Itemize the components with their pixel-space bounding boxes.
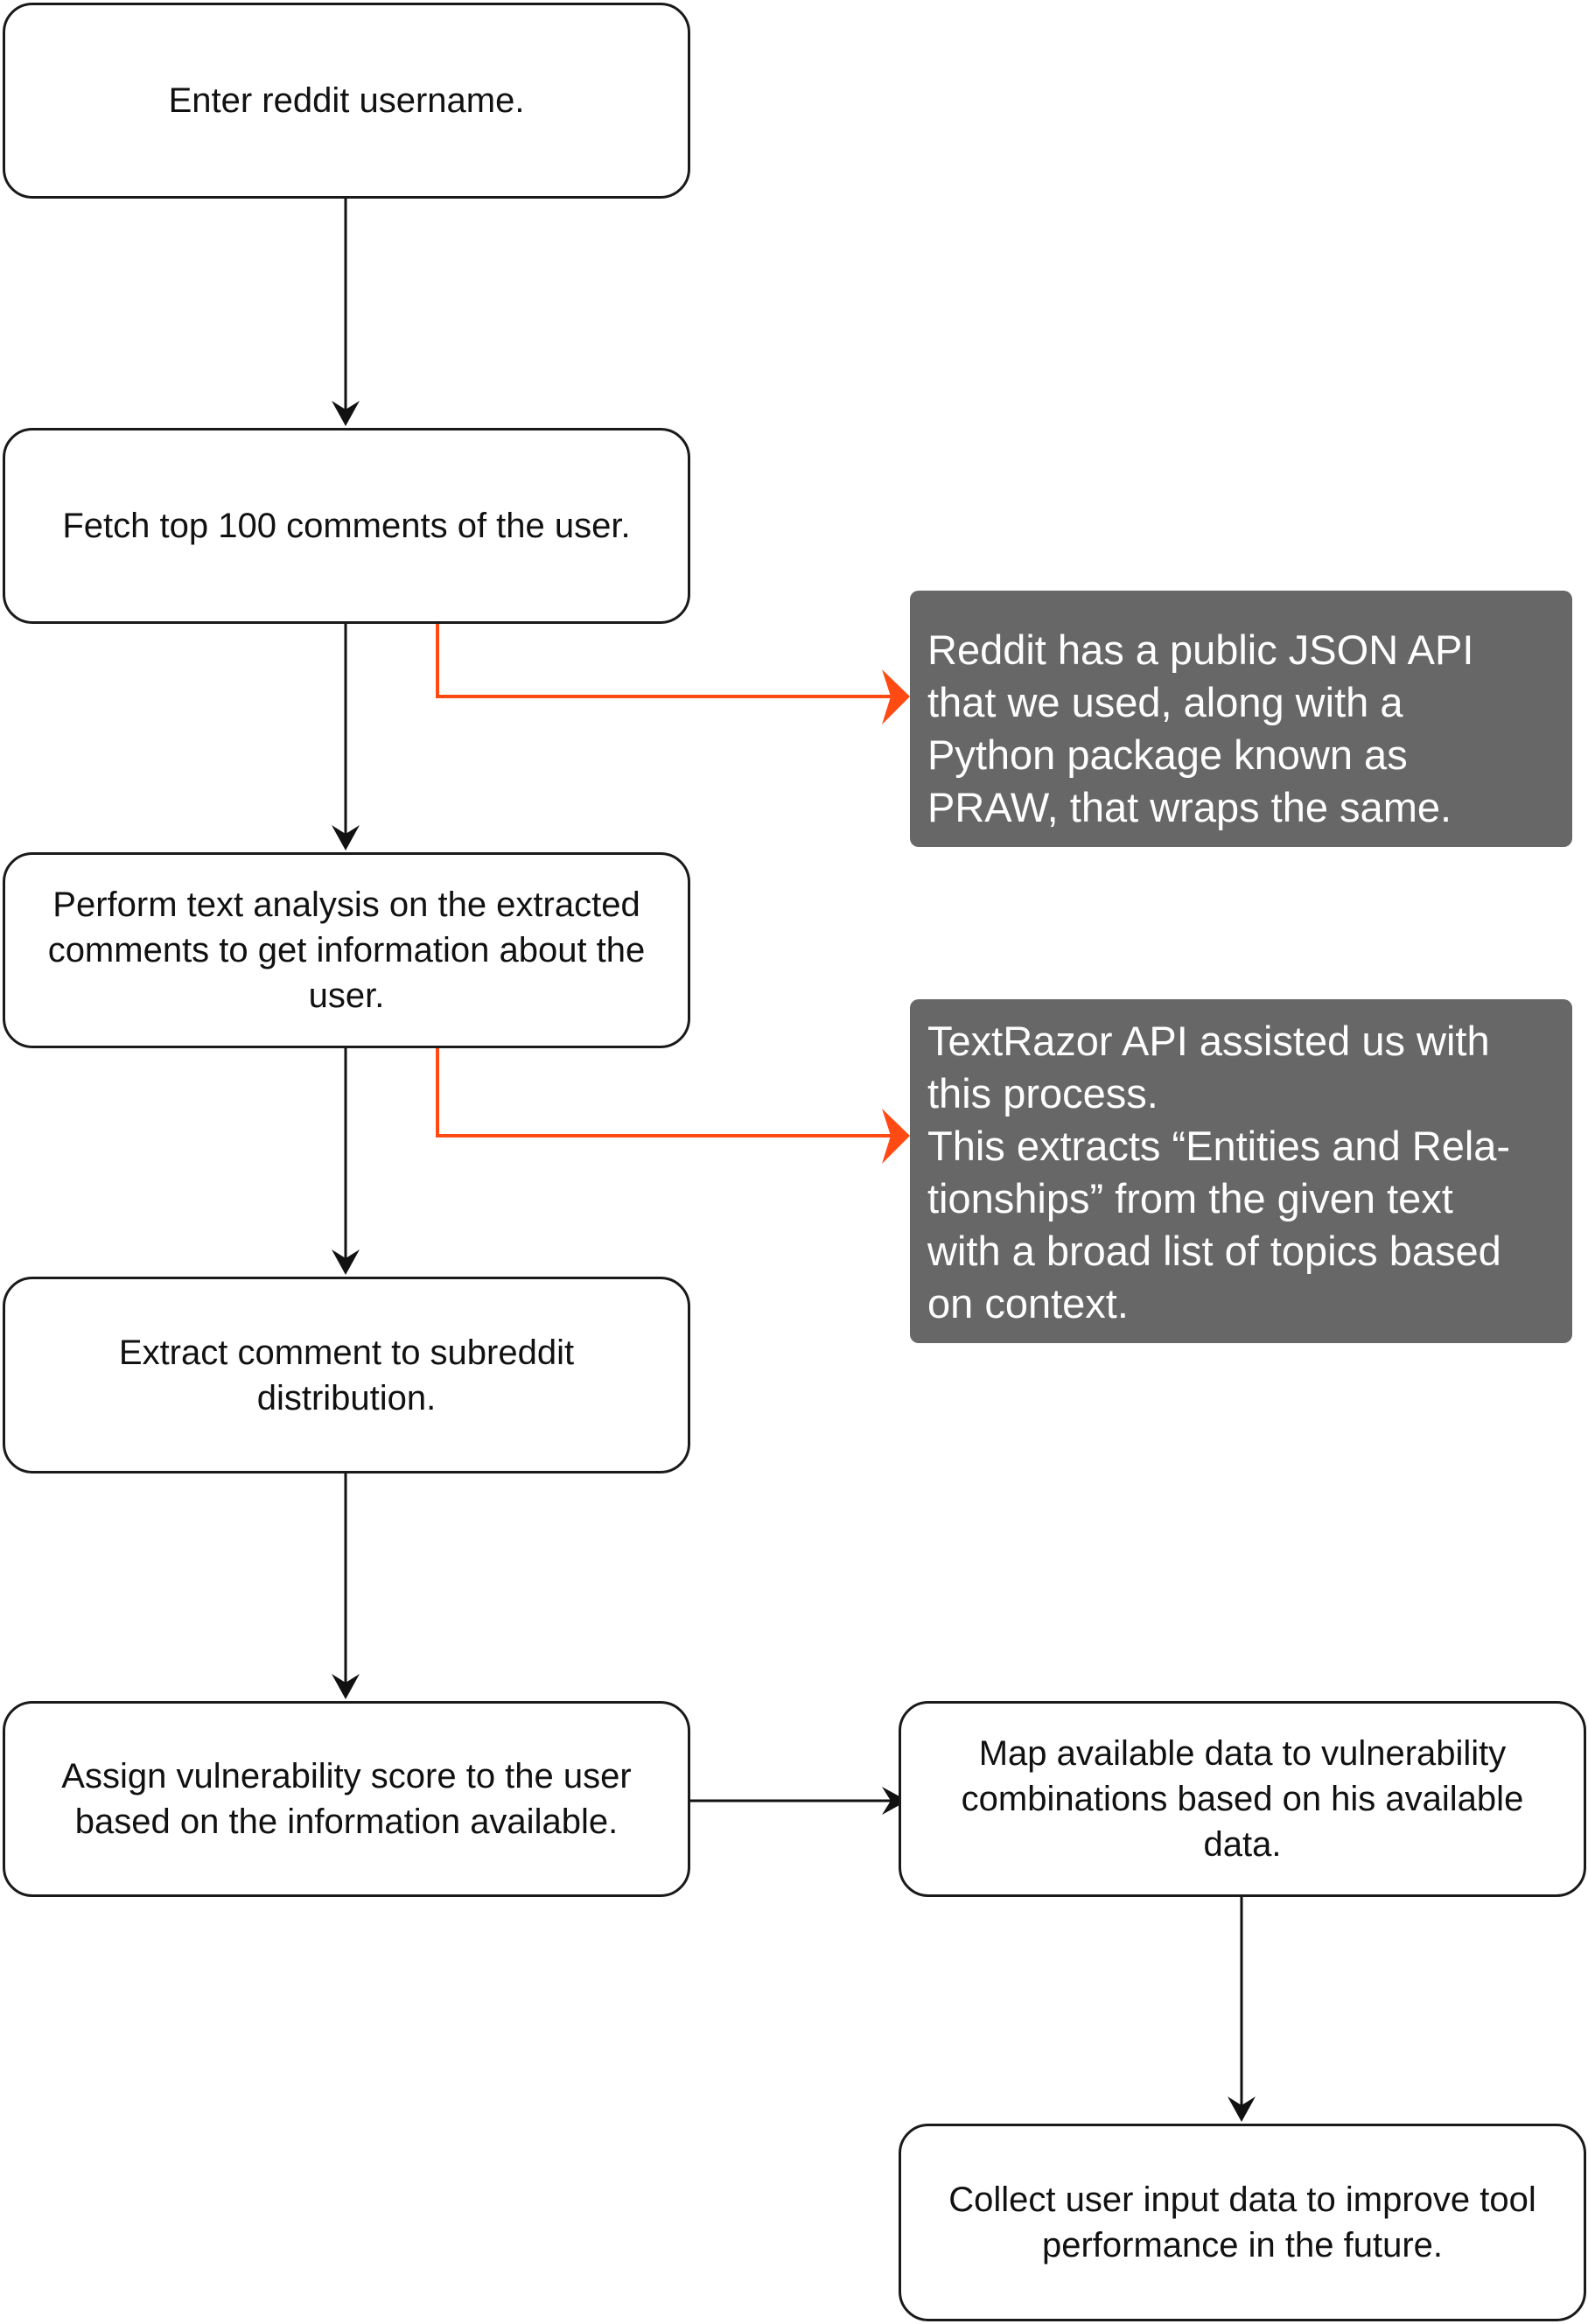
note-textrazor: TextRazor API assisted us with this proc… bbox=[910, 999, 1572, 1343]
step-text-analysis: Perform text analysis on the extracted c… bbox=[3, 852, 690, 1048]
step-map-vulnerability-label: Map available data to vulnerability comb… bbox=[961, 1734, 1524, 1864]
step-vulnerability-score-label: Assign vulnerability score to the user b… bbox=[61, 1757, 632, 1841]
step-enter-username: Enter reddit username. bbox=[3, 3, 690, 199]
arrow-step1-to-step2 bbox=[332, 199, 360, 426]
step-map-vulnerability: Map available data to vulnerability comb… bbox=[899, 1701, 1586, 1897]
step-collect-feedback-label: Collect user input data to improve tool … bbox=[948, 2180, 1536, 2264]
step-subreddit-distribution-label: Extract comment to subreddit distributio… bbox=[118, 1333, 575, 1418]
arrow-step5-to-step6 bbox=[690, 1787, 907, 1815]
arrow-step2-to-step3 bbox=[332, 624, 360, 850]
arrow-step4-to-step5 bbox=[332, 1474, 360, 1699]
arrow-step3-to-step4 bbox=[332, 1048, 360, 1275]
note-reddit-api: Reddit has a public JSON API that we use… bbox=[910, 591, 1572, 847]
note-reddit-api-text: Reddit has a public JSON API that we use… bbox=[927, 626, 1474, 830]
step-fetch-comments: Fetch top 100 comments of the user. bbox=[3, 428, 690, 624]
step-subreddit-distribution: Extract comment to subreddit distributio… bbox=[3, 1277, 690, 1474]
note-connector-reddit-api bbox=[436, 624, 910, 724]
step-collect-feedback: Collect user input data to improve tool … bbox=[899, 2124, 1586, 2321]
note-connector-textrazor bbox=[436, 1048, 910, 1164]
step-fetch-comments-label: Fetch top 100 comments of the user. bbox=[62, 507, 631, 545]
step-text-analysis-label: Perform text analysis on the extracted c… bbox=[47, 886, 646, 1015]
arrow-step6-to-step7 bbox=[1228, 1897, 1256, 2122]
step-enter-username-label: Enter reddit username. bbox=[168, 81, 525, 120]
step-vulnerability-score: Assign vulnerability score to the user b… bbox=[3, 1701, 690, 1897]
note-textrazor-text: TextRazor API assisted us with this proc… bbox=[927, 1018, 1511, 1326]
